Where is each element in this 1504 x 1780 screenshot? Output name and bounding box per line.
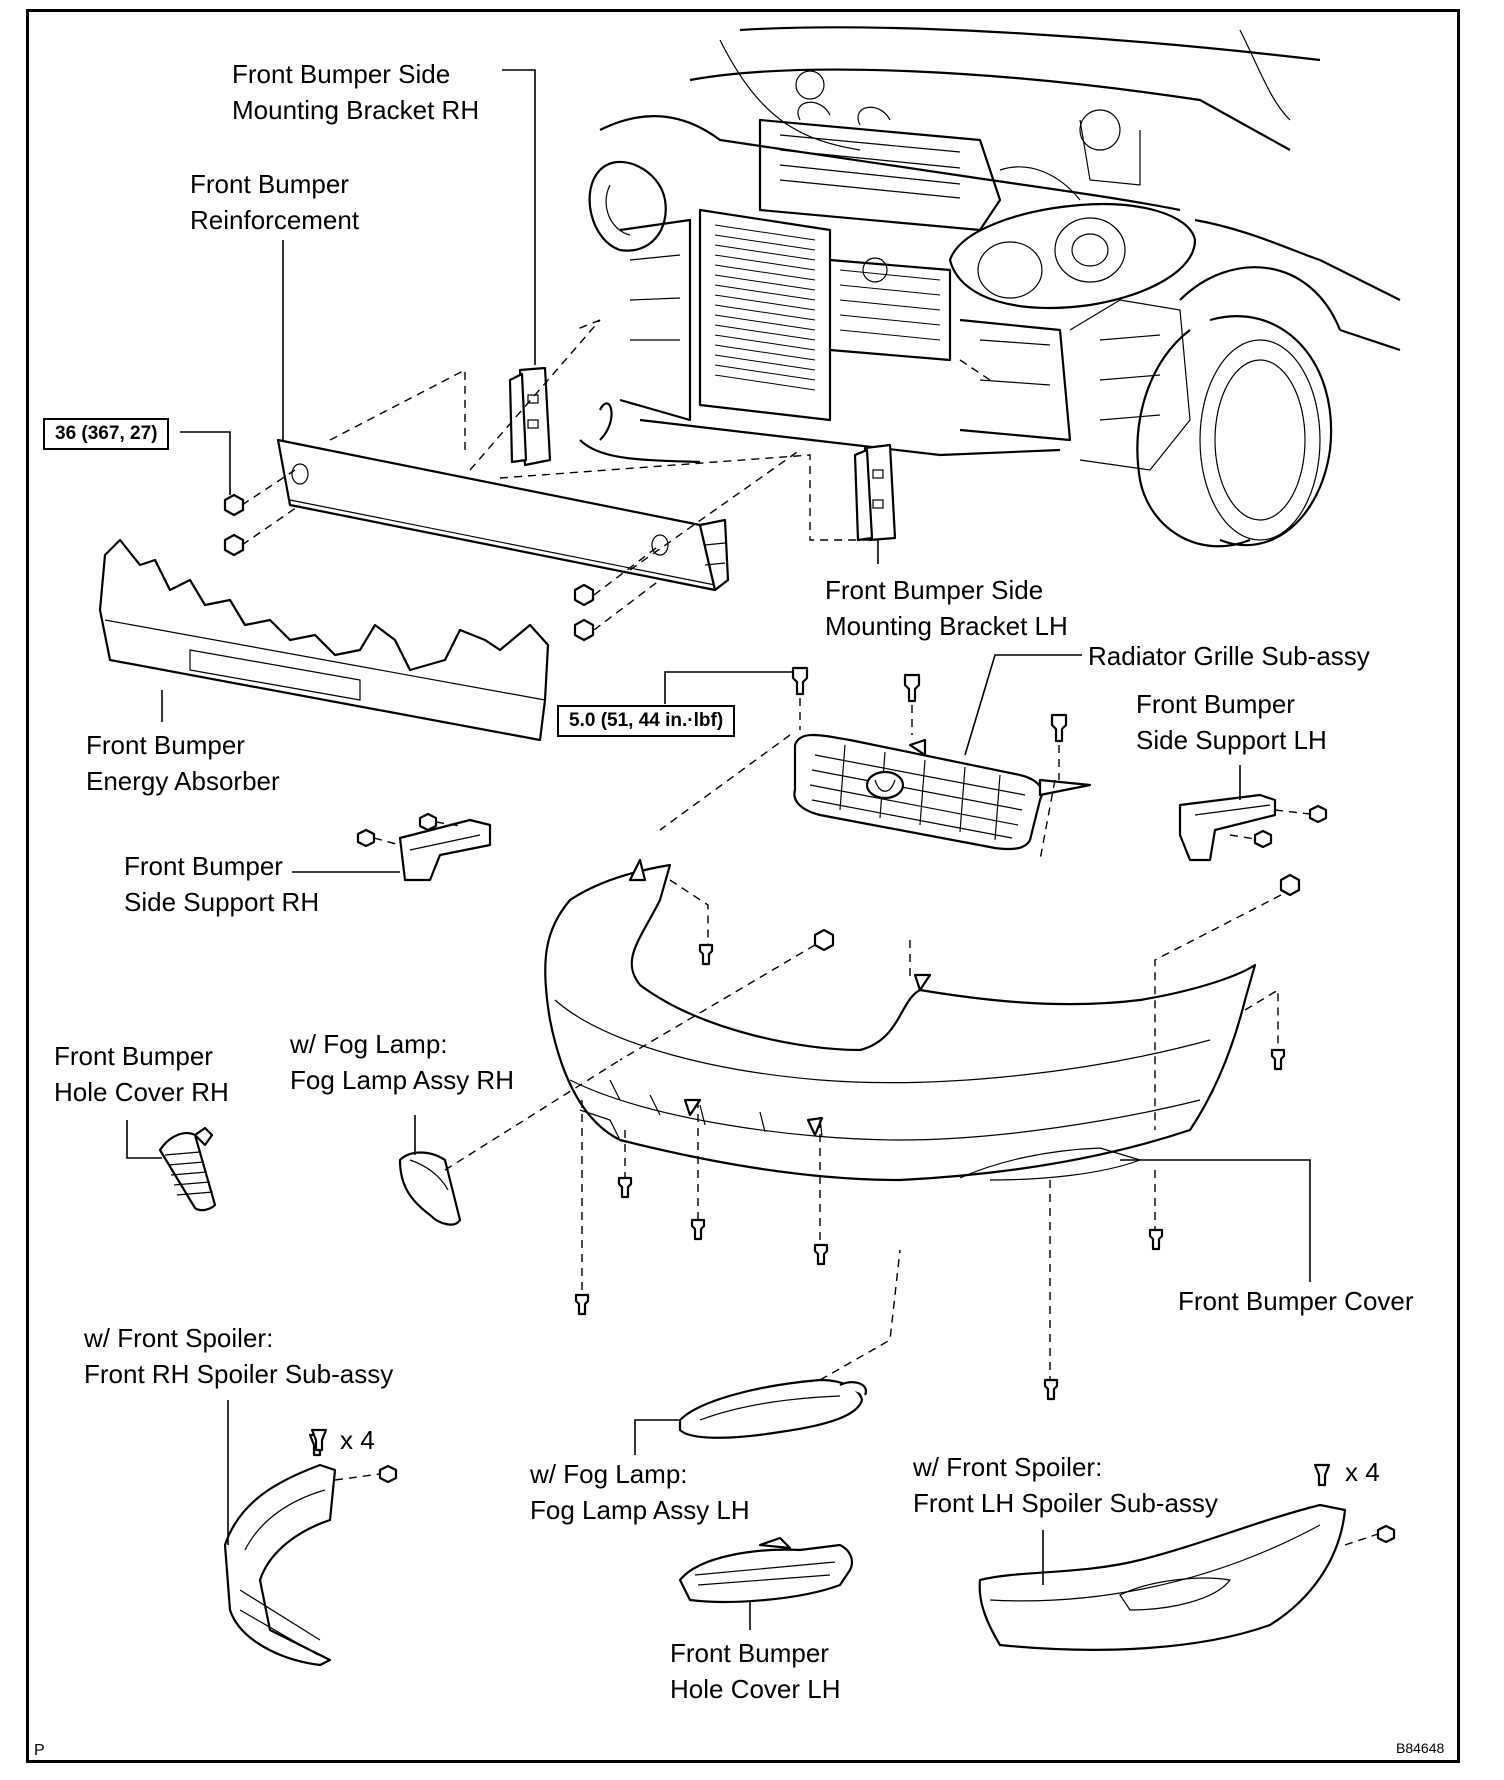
nut-icon xyxy=(1279,873,1301,897)
label-fog-lamp-lh: w/ Fog Lamp:Fog Lamp Assy LH xyxy=(530,1459,750,1525)
torque-spec-reinforcement: 36 (367, 27) xyxy=(43,418,170,450)
screw-icon xyxy=(1043,1378,1059,1401)
nut-icon xyxy=(573,583,595,607)
side-support-rh-part xyxy=(292,812,492,882)
corner-mark-left: P xyxy=(34,1742,45,1759)
bumper-cover-part xyxy=(544,858,1311,1282)
clip-quantity-lh: x 4 xyxy=(1345,1457,1380,1487)
bolt-icon xyxy=(903,673,921,703)
screw-icon xyxy=(418,812,438,832)
screw-icon xyxy=(617,1176,633,1199)
screw-icon xyxy=(1270,1048,1286,1071)
screw-icon xyxy=(378,1464,398,1484)
label-fog-lamp-rh: w/ Fog Lamp:Fog Lamp Assy RH xyxy=(290,1029,514,1095)
screw-icon xyxy=(1148,1228,1164,1251)
torque-spec-grille: 5.0 (51, 44 in.·lbf) xyxy=(557,705,736,737)
hole-cover-lh-part xyxy=(678,1536,854,1630)
spoiler-lh-part xyxy=(978,1463,1396,1651)
reinforcement-part xyxy=(276,240,730,592)
bumper-cover-fasteners xyxy=(574,734,1301,1401)
label-spoiler-lh: w/ Front Spoiler:Front LH Spoiler Sub-as… xyxy=(913,1452,1218,1518)
reinforcement-nuts xyxy=(180,431,661,642)
energy-absorber-part xyxy=(98,538,550,742)
radiator-grille-part xyxy=(793,654,1092,851)
screw-icon xyxy=(690,1218,706,1241)
bracket-lh-part xyxy=(853,443,897,564)
spoiler-rh-part xyxy=(223,1400,398,1667)
clip-icon xyxy=(310,1428,328,1452)
label-spoiler-rh: w/ Front Spoiler:Front RH Spoiler Sub-as… xyxy=(84,1323,394,1389)
figure-code: B84648 xyxy=(1396,1740,1445,1756)
screw-icon xyxy=(1376,1524,1396,1544)
fog-lamp-lh-part xyxy=(634,1249,901,1455)
bracket-rh-part xyxy=(502,69,552,467)
screw-icon xyxy=(574,1293,590,1316)
screw-icon xyxy=(356,828,376,848)
vehicle-body xyxy=(579,26,1401,548)
grille-bolts xyxy=(664,666,1068,780)
nut-icon xyxy=(573,618,595,642)
clip-quantity-rh: x 4 xyxy=(340,1425,375,1455)
side-support-lh-part xyxy=(1178,765,1328,862)
reinforcement-dash-lines xyxy=(329,319,991,571)
hole-cover-rh-part xyxy=(126,1120,217,1212)
nut-icon xyxy=(223,493,245,517)
label-bumper-cover: Front Bumper Cover xyxy=(1178,1286,1414,1316)
clip-icon xyxy=(1313,1463,1331,1487)
fog-lamp-rh-part xyxy=(398,1059,621,1226)
bolt-icon xyxy=(1050,713,1068,743)
bolt-icon xyxy=(791,666,809,696)
screw-icon xyxy=(813,1243,829,1266)
nut-icon xyxy=(813,928,835,952)
screw-icon xyxy=(698,943,714,966)
diagram-frame xyxy=(26,9,1460,1763)
nut-icon xyxy=(223,533,245,557)
screw-icon xyxy=(1253,829,1273,849)
screw-icon xyxy=(1308,804,1328,824)
label-radiator-grille: Radiator Grille Sub-assy xyxy=(1088,641,1370,671)
